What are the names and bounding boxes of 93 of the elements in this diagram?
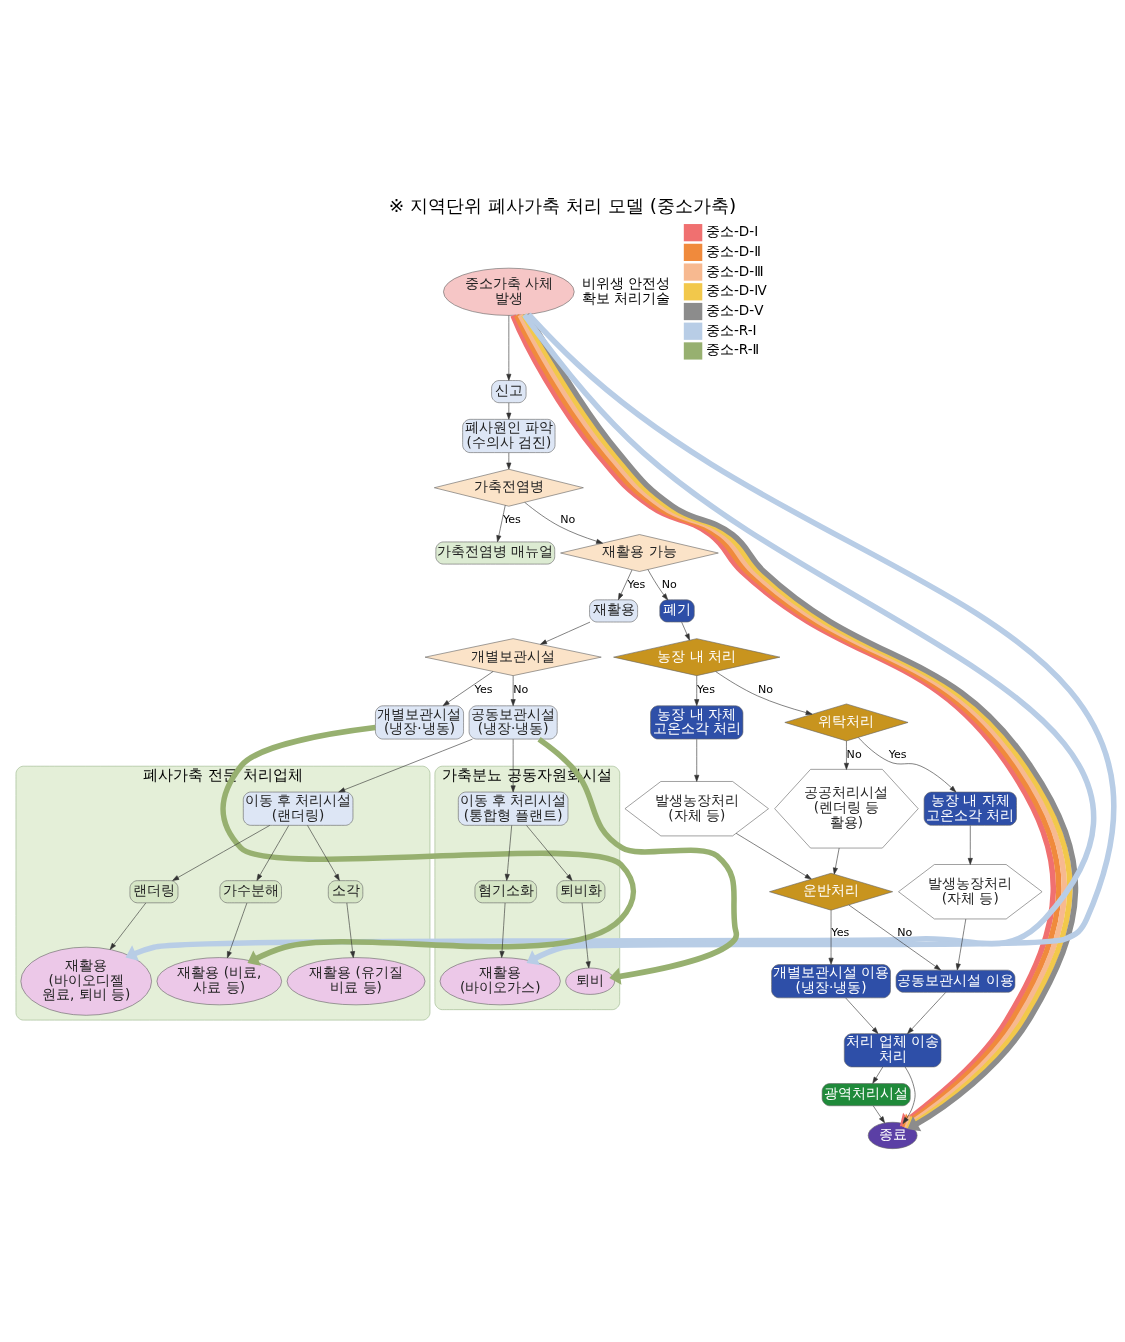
arrow (872, 1066, 884, 1084)
edge-label: No (560, 512, 576, 526)
arrow (510, 738, 516, 792)
arrow (735, 832, 812, 879)
edge-label: No (513, 682, 529, 696)
edge-label: Yes (831, 925, 850, 939)
node-box: 농장 내 자체 고온소각 처리 (650, 705, 744, 739)
node-ellipse: 재활용 (비료, 사료 등) (156, 956, 282, 1005)
legend-label: 중소-D-Ⅴ (705, 301, 764, 318)
arrow (845, 997, 879, 1034)
arrow (172, 824, 271, 881)
arrow (506, 314, 512, 381)
arrow (715, 670, 813, 715)
edge-label: Yes (888, 747, 907, 761)
node-box: 공동보관시설 (냉장·냉동) (468, 705, 558, 739)
arrow (858, 736, 957, 792)
node-box: 이동 후 처리시설 (통합형 플랜트) (458, 791, 569, 826)
arrow (832, 847, 840, 874)
node-box: 가수분해 (219, 879, 282, 903)
node-box: 신고 (491, 379, 527, 403)
arrow (496, 504, 506, 542)
arrow (256, 824, 290, 881)
arrow (694, 674, 700, 706)
node-box: 재활용 (589, 599, 638, 622)
arrow (902, 1066, 916, 1124)
node-diamond: 농장 내 처리 (613, 637, 781, 676)
node-box: 처리 업체 이송 처리 (844, 1032, 942, 1067)
node-box: 폐기 (659, 599, 695, 622)
arrow (346, 902, 356, 958)
arrow (510, 674, 516, 706)
arrow (907, 991, 946, 1034)
node-box: 광역처리시설 (821, 1082, 911, 1106)
edge-label: Yes (502, 512, 521, 526)
arrow (506, 402, 512, 420)
arrow (844, 740, 849, 770)
node-ellipse: 퇴비 (565, 967, 615, 995)
node-box: 혐기소화 (474, 879, 537, 903)
arrow (537, 736, 740, 985)
arrow (955, 918, 967, 970)
diagram-title: ※ 지역단위 폐사가축 처리 모델 (중소가축) (388, 194, 737, 216)
edge-label: No (846, 747, 862, 761)
node-box: 퇴비화 (556, 879, 606, 903)
node-box: 랜더링 (129, 879, 179, 903)
node-box: 농장 내 자체 고온소각 처리 (923, 791, 1017, 826)
arrow (526, 311, 1116, 965)
node-diamond: 재활용 가능 (560, 533, 719, 572)
arrow (504, 824, 512, 881)
arrow (618, 569, 633, 600)
arrow (227, 902, 248, 958)
legend-label: 중소-R-Ⅰ (705, 321, 757, 338)
node-box: 이동 후 처리시설 (랜더링) (243, 791, 354, 826)
edge-label: Yes (474, 682, 493, 696)
arrow (828, 909, 834, 965)
node-ellipse: 종료 (867, 1121, 918, 1149)
node-box: 가축전염병 매뉴얼 (435, 541, 556, 564)
node-diamond: 가축전염병 (434, 468, 584, 506)
node-box: 소각 (328, 879, 364, 903)
node-ellipse: 재활용 (유기질 비료 등) (286, 956, 426, 1005)
arrow (109, 902, 147, 950)
legend-label: 중소-R-Ⅱ (705, 340, 760, 357)
arrow (647, 568, 669, 600)
legend-label: 중소-D-Ⅲ (705, 262, 764, 279)
edge-label: Yes (697, 682, 715, 696)
node-box: 개별보관시설 이용 (냉장·냉동) (771, 963, 891, 998)
node-box: 개별보관시설 (냉장·냉동) (375, 705, 464, 739)
arrow (526, 824, 573, 881)
edge-label: No (897, 925, 913, 939)
arrow (581, 902, 591, 968)
node-box: 공동보관시설 이용 (895, 969, 1016, 993)
arrow (338, 738, 473, 792)
arrow (499, 902, 506, 958)
arrow (967, 824, 973, 865)
legend-label: 중소-D-Ⅰ (705, 222, 759, 239)
label: 비위생 안전성 확보 처리기술 (581, 274, 671, 306)
arrow (694, 738, 700, 782)
legend-label: 중소-D-Ⅱ (705, 242, 761, 259)
arrow (681, 621, 690, 640)
node-ellipse: 재활용 (바이오가스) (439, 956, 561, 1005)
arrow (848, 904, 941, 970)
arrow (506, 452, 512, 469)
arrow (540, 621, 591, 645)
node-box: 폐사원인 파악 (수의사 검진) (462, 418, 556, 453)
edge-label: No (661, 577, 677, 591)
node-ellipse: 중소가축 사체 발생 (443, 267, 575, 316)
arrow (442, 670, 494, 706)
legend-label: 중소-D-Ⅳ (705, 281, 767, 298)
node-diamond: 위탁처리 (784, 703, 909, 741)
arrow (125, 312, 1096, 961)
arrow (872, 1105, 885, 1123)
edge-label: No (757, 682, 773, 696)
edge-label: Yes (627, 577, 646, 591)
arrow (524, 501, 603, 544)
arrow (307, 824, 340, 881)
